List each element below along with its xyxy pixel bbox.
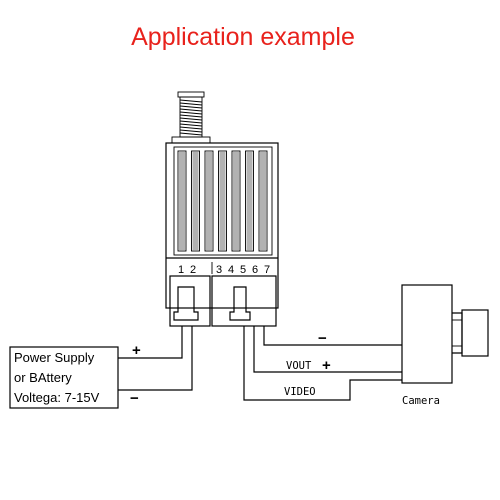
power-supply-box: Power Supply or BAttery Voltega: 7-15V [9, 346, 119, 409]
transmitter-module [165, 142, 279, 309]
camera-wires [243, 326, 402, 401]
power-supply-line3: Voltega: 7-15V [14, 390, 100, 405]
power-supply-line2: or BAttery [14, 370, 72, 385]
pin-label-3: 3 [216, 264, 222, 276]
vout-plus-sign: + [322, 357, 331, 374]
power-supply-line1: Power Supply [14, 350, 95, 365]
pin-label-4: 4 [228, 264, 234, 276]
vout-label: VOUT [286, 360, 312, 372]
pin-label-2: 2 [190, 264, 196, 276]
power-plus-sign: + [132, 342, 141, 359]
pin-label-6: 6 [252, 264, 258, 276]
video-connector [211, 275, 277, 327]
antenna-connector [171, 91, 211, 144]
camera-icon [401, 284, 489, 384]
heat-sink-fins [173, 146, 273, 256]
camera-label: Camera [402, 395, 440, 407]
pin-label-7: 7 [264, 264, 270, 276]
camera-minus-sign: − [318, 330, 327, 347]
pin-label-5: 5 [240, 264, 246, 276]
power-connector [169, 275, 211, 327]
power-wires [118, 326, 193, 391]
power-minus-sign: − [130, 390, 139, 407]
diagram-title: Application example [131, 23, 355, 51]
pin-label-1: 1 [178, 264, 184, 276]
video-label: VIDEO [284, 386, 316, 398]
